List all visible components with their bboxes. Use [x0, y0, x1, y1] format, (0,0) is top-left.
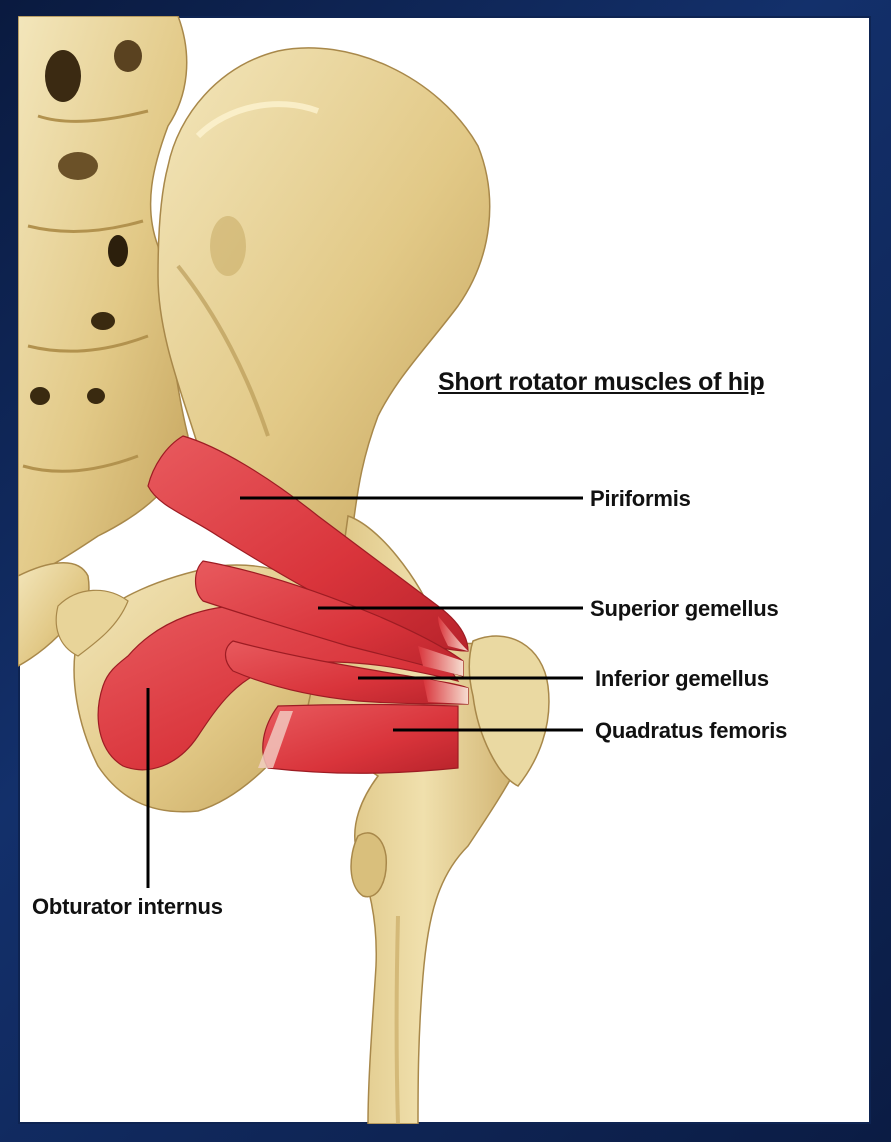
- hip-anatomy-illustration: [18, 16, 871, 1124]
- label-superior-gemellus: Superior gemellus: [590, 596, 779, 622]
- label-quadratus-femoris: Quadratus femoris: [595, 718, 787, 744]
- quadratus-femoris-muscle: [258, 705, 458, 774]
- diagram-panel: Short rotator muscles of hip Piriformis …: [18, 16, 871, 1124]
- label-inferior-gemellus: Inferior gemellus: [595, 666, 769, 692]
- label-obturator-internus: Obturator internus: [32, 894, 223, 920]
- diagram-title: Short rotator muscles of hip: [438, 368, 764, 397]
- label-piriformis: Piriformis: [590, 486, 691, 512]
